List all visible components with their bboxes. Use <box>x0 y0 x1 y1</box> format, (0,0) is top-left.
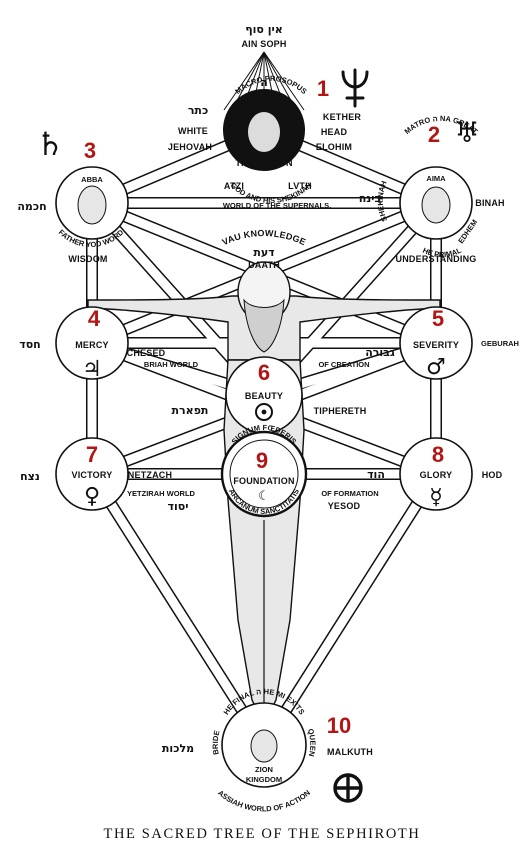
bearded-face-icon <box>77 185 107 225</box>
world-luth: LVTH <box>288 181 312 191</box>
kether-left2: JEHOVAH <box>168 142 212 152</box>
world-supernals: WORLD OF THE SUPERNALS. <box>223 201 331 210</box>
chokmah-inner: ABBA <box>81 175 103 184</box>
tiphereth-hebrew: תפארת <box>172 404 209 417</box>
binah-arc-bottom: HE PRIMAL <box>421 246 463 259</box>
kether-inner: THE CROWN <box>235 158 292 168</box>
earth-icon <box>333 773 363 803</box>
sephira-netzach-circle <box>55 437 129 511</box>
sephira-hod-circle <box>399 437 473 511</box>
geburah-number: 5 <box>432 306 444 331</box>
world-creation: OF CREATION <box>318 360 369 369</box>
world-atzi: ATZI <box>224 181 244 191</box>
kether-number: 1 <box>317 76 329 101</box>
binah-bottom: UNDERSTANDING <box>396 254 477 264</box>
yesod-label: YESOD <box>328 501 361 511</box>
world-yetzirah: YETZIRAH WORLD <box>127 489 195 498</box>
venus-icon: ♀ <box>84 484 100 509</box>
binah-hebrew: בינה <box>359 192 382 205</box>
hod-hebrew: הוד <box>367 468 385 481</box>
female-face-icon <box>421 186 451 224</box>
geburah-hebrew: גבורה <box>365 346 395 359</box>
malkuth-arc-right: QUEEN <box>306 728 317 758</box>
ain-soph-hebrew: אין סוף <box>245 23 283 36</box>
malkuth-inner: ZION <box>255 765 273 774</box>
sephira-tiphereth: 6 BEAUTY TIPHERETH תפארת <box>172 356 367 434</box>
chesed-inner: MERCY <box>75 340 109 350</box>
binah-arc-left: SHEKINAH <box>376 180 389 223</box>
kether-hebrew: כתר <box>188 104 208 117</box>
female-face-icon <box>250 729 278 763</box>
malkuth-arc-bottom: ASSIAH WORLD OF ACTION <box>216 788 312 813</box>
hod-label: HOD <box>482 470 503 480</box>
tiphereth-inner: BEAUTY <box>245 391 283 401</box>
sun-icon <box>255 403 273 421</box>
netzach-number: 7 <box>86 442 98 467</box>
ain-soph-label: AIN SOPH <box>241 39 286 49</box>
moon-icon: ☾ <box>258 489 270 504</box>
netzach-hebrew: נצח <box>20 470 40 483</box>
kether-right3: ELOHIM <box>316 142 352 152</box>
kether-left1: WHITE <box>178 126 208 136</box>
netzach-inner: VICTORY <box>72 470 113 480</box>
sephira-malkuth: HE FINAL ה HE MI EXITS BRIDE QUEEN ZION … <box>162 687 373 814</box>
radiance-rays <box>223 51 305 111</box>
chokmah-bottom: WISDOM <box>68 254 107 264</box>
saturn-icon: ♄ <box>36 125 65 163</box>
malkuth-hebrew: מלכות <box>162 742 194 755</box>
chesed-label: CHESED <box>127 348 166 358</box>
sephira-chesed-circle <box>55 306 129 380</box>
sephira-netzach: 7 VICTORY ♀ NETZACH נצח <box>20 437 172 511</box>
tiphereth-label: TIPHERETH <box>314 406 367 416</box>
malkuth-number: 10 <box>327 713 351 738</box>
uranus-icon: ♅ <box>454 116 479 149</box>
daath-arc-label: VAU KNOWLEDGE <box>221 228 308 247</box>
crowned-head-icon <box>248 112 280 152</box>
tiphereth-number: 6 <box>258 360 270 385</box>
chesed-hebrew: חסד <box>19 338 41 351</box>
hod-inner: GLORY <box>420 470 453 480</box>
daath-hebrew: דעת <box>253 246 274 259</box>
sephira-geburah-circle <box>399 306 473 380</box>
netzach-label: NETZACH <box>128 470 172 480</box>
yesod-inner: FOUNDATION <box>233 476 294 486</box>
kether-right2: HEAD <box>321 127 348 137</box>
chokmah-hebrew: חכמה <box>17 200 46 213</box>
hod-number: 8 <box>432 442 444 467</box>
geburah-inner: SEVERITY <box>413 340 459 350</box>
sephira-kether: MACRO PROSOPUS GOD AND HIS SHEKINAH THE … <box>168 68 369 205</box>
sephira-binah: AIMA MATRO ה NA GREAT SHEKINAH HE PRIMAL… <box>359 114 505 264</box>
mercury-icon: ☿ <box>429 485 443 510</box>
diagram-caption: THE SACRED TREE OF THE SEPHIROTH <box>104 826 421 842</box>
binah-label: BINAH <box>475 198 505 208</box>
yesod-number: 9 <box>256 448 268 473</box>
malkuth-arc-left: BRIDE <box>211 729 222 755</box>
malkuth-label: MALKUTH <box>327 747 373 757</box>
world-briah: BRIAH WORLD <box>144 360 199 369</box>
daath-label: DAATH <box>248 260 280 270</box>
yesod-hebrew: יסוד <box>168 500 189 513</box>
binah-number: 2 <box>428 122 440 147</box>
sephira-chesed: MERCY 4 ♃ CHESED חסד <box>19 306 165 382</box>
sephira-geburah: SEVERITY 5 ♂ GEBURAH גבורה <box>365 306 519 380</box>
jupiter-icon: ♃ <box>82 357 102 382</box>
chesed-number: 4 <box>88 306 101 331</box>
kether-right1: KETHER <box>323 112 362 122</box>
kether-hebrew-letter: ה <box>260 76 268 89</box>
neptune-icon <box>341 68 369 108</box>
sephira-hod: 8 GLORY ☿ HOD הוד <box>367 437 503 511</box>
mars-icon: ♂ <box>426 355 446 380</box>
ain-soph: אין סוף AIN SOPH <box>241 23 286 49</box>
malkuth-bottom: KINGDOM <box>246 775 282 784</box>
world-labels: ATZI LVTH WORLD OF THE SUPERNALS. BRIAH … <box>127 181 379 498</box>
world-formation: OF FORMATION <box>321 489 378 498</box>
geburah-label: GEBURAH <box>481 339 519 348</box>
sephira-chokmah: ABBA FATHER YOD WORD WISDOM חכמה 3 ♄ <box>17 125 129 264</box>
chokmah-number: 3 <box>84 138 96 163</box>
sephira-yesod-circle <box>220 430 308 518</box>
binah-inner: AIMA <box>426 174 446 183</box>
